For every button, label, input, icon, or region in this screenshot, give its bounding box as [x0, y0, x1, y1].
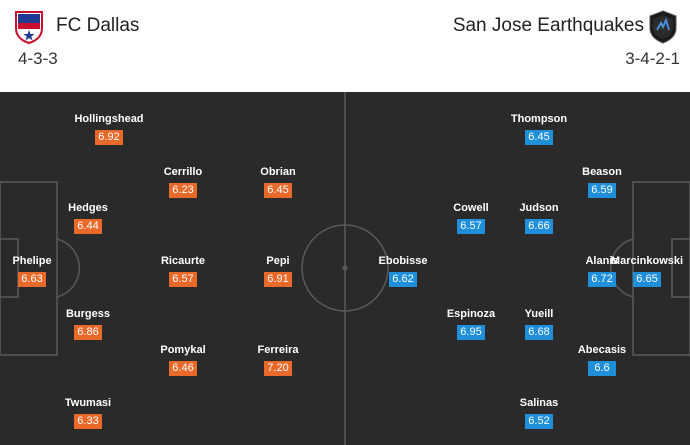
- player-name: Judson: [519, 202, 559, 214]
- player-rating: 6.45: [264, 183, 292, 198]
- player-rating: 6.63: [18, 272, 46, 287]
- pitch: Phelipe 6.63 Hollingshead 6.92 Hedges 6.…: [0, 92, 690, 445]
- player-name: Alanis: [585, 255, 619, 267]
- player-name: Ferreira: [257, 344, 299, 356]
- player-name: Phelipe: [12, 255, 52, 267]
- player-rating: 6.52: [525, 414, 553, 429]
- player-rating: 6.45: [525, 130, 553, 145]
- player-rating: 6.95: [457, 325, 485, 340]
- away-player[interactable]: Beason 6.59: [557, 165, 647, 198]
- away-player[interactable]: Thompson 6.45: [494, 112, 584, 145]
- match-header: FC Dallas 4-3-3 San Jose Earthquakes 3-4…: [0, 0, 690, 92]
- player-name: Thompson: [510, 113, 568, 125]
- player-rating: 6.68: [525, 325, 553, 340]
- away-player[interactable]: Abecasis 6.6: [557, 343, 647, 376]
- player-name: Pepi: [266, 255, 290, 267]
- player-rating: 6.59: [588, 183, 616, 198]
- home-goal-box: [0, 238, 19, 298]
- player-rating: 6.86: [74, 325, 102, 340]
- home-player[interactable]: Cerrillo 6.23: [138, 165, 228, 198]
- player-name: Hollingshead: [74, 113, 144, 125]
- player-name: Marcinkowski: [610, 255, 684, 267]
- away-player[interactable]: Ebobisse 6.62: [358, 254, 448, 287]
- home-player[interactable]: Burgess 6.86: [43, 307, 133, 340]
- home-player[interactable]: Phelipe 6.63: [0, 254, 77, 287]
- player-name: Beason: [582, 166, 622, 178]
- home-player[interactable]: Ferreira 7.20: [233, 343, 323, 376]
- home-penalty-box: [0, 181, 58, 356]
- away-team-name[interactable]: San Jose Earthquakes: [452, 15, 644, 36]
- fc-dallas-crest-icon: [15, 11, 43, 44]
- player-rating: 6.33: [74, 414, 102, 429]
- player-name: Twumasi: [64, 397, 112, 409]
- away-player[interactable]: Salinas 6.52: [494, 396, 584, 429]
- away-player[interactable]: Judson 6.66: [494, 201, 584, 234]
- home-player[interactable]: Twumasi 6.33: [43, 396, 133, 429]
- player-name: Burgess: [65, 308, 111, 320]
- away-penalty-arc: [609, 238, 634, 298]
- player-rating: 6.65: [633, 272, 661, 287]
- player-name: Yueill: [524, 308, 554, 320]
- home-formation: 4-3-3: [18, 49, 58, 68]
- away-player[interactable]: Alanis 6.72: [557, 254, 647, 287]
- home-player[interactable]: Hollingshead 6.92: [64, 112, 154, 145]
- player-rating: 6.62: [389, 272, 417, 287]
- player-rating: 6.46: [169, 361, 197, 376]
- player-rating: 6.57: [457, 219, 485, 234]
- center-spot: [342, 265, 348, 271]
- player-rating: 6.66: [525, 219, 553, 234]
- player-name: Cerrillo: [163, 166, 203, 178]
- center-circle: [301, 224, 389, 312]
- player-name: Hedges: [68, 202, 108, 214]
- player-rating: 6.23: [169, 183, 197, 198]
- away-player[interactable]: Espinoza 6.95: [426, 307, 516, 340]
- san-jose-earthquakes-crest-icon: [649, 10, 677, 44]
- player-rating: 7.20: [264, 361, 292, 376]
- player-rating: 6.57: [169, 272, 197, 287]
- player-rating: 6.92: [95, 130, 123, 145]
- home-player[interactable]: Pomykal 6.46: [138, 343, 228, 376]
- player-name: Obrian: [260, 166, 296, 178]
- away-formation: 3-4-2-1: [625, 49, 680, 68]
- away-player[interactable]: Yueill 6.68: [494, 307, 584, 340]
- player-name: Ricaurte: [160, 255, 206, 267]
- player-name: Abecasis: [577, 344, 627, 356]
- home-player[interactable]: Ricaurte 6.57: [138, 254, 228, 287]
- player-name: Espinoza: [446, 308, 496, 320]
- player-name: Pomykal: [160, 344, 206, 356]
- player-name: Ebobisse: [378, 255, 428, 267]
- home-penalty-arc: [56, 238, 81, 298]
- pitch-markings: [0, 92, 690, 445]
- home-player[interactable]: Hedges 6.44: [43, 201, 133, 234]
- player-name: Salinas: [519, 397, 559, 409]
- home-player[interactable]: Obrian 6.45: [233, 165, 323, 198]
- away-penalty-box: [632, 181, 690, 356]
- home-team-name[interactable]: FC Dallas: [56, 15, 140, 36]
- away-player[interactable]: Marcinkowski 6.65: [603, 254, 690, 287]
- home-player[interactable]: Pepi 6.91: [233, 254, 323, 287]
- player-rating: 6.72: [588, 272, 616, 287]
- player-name: Cowell: [453, 202, 489, 214]
- player-rating: 6.91: [264, 272, 292, 287]
- away-player[interactable]: Cowell 6.57: [426, 201, 516, 234]
- away-goal-box: [671, 238, 690, 298]
- player-rating: 6.6: [588, 361, 616, 376]
- player-rating: 6.44: [74, 219, 102, 234]
